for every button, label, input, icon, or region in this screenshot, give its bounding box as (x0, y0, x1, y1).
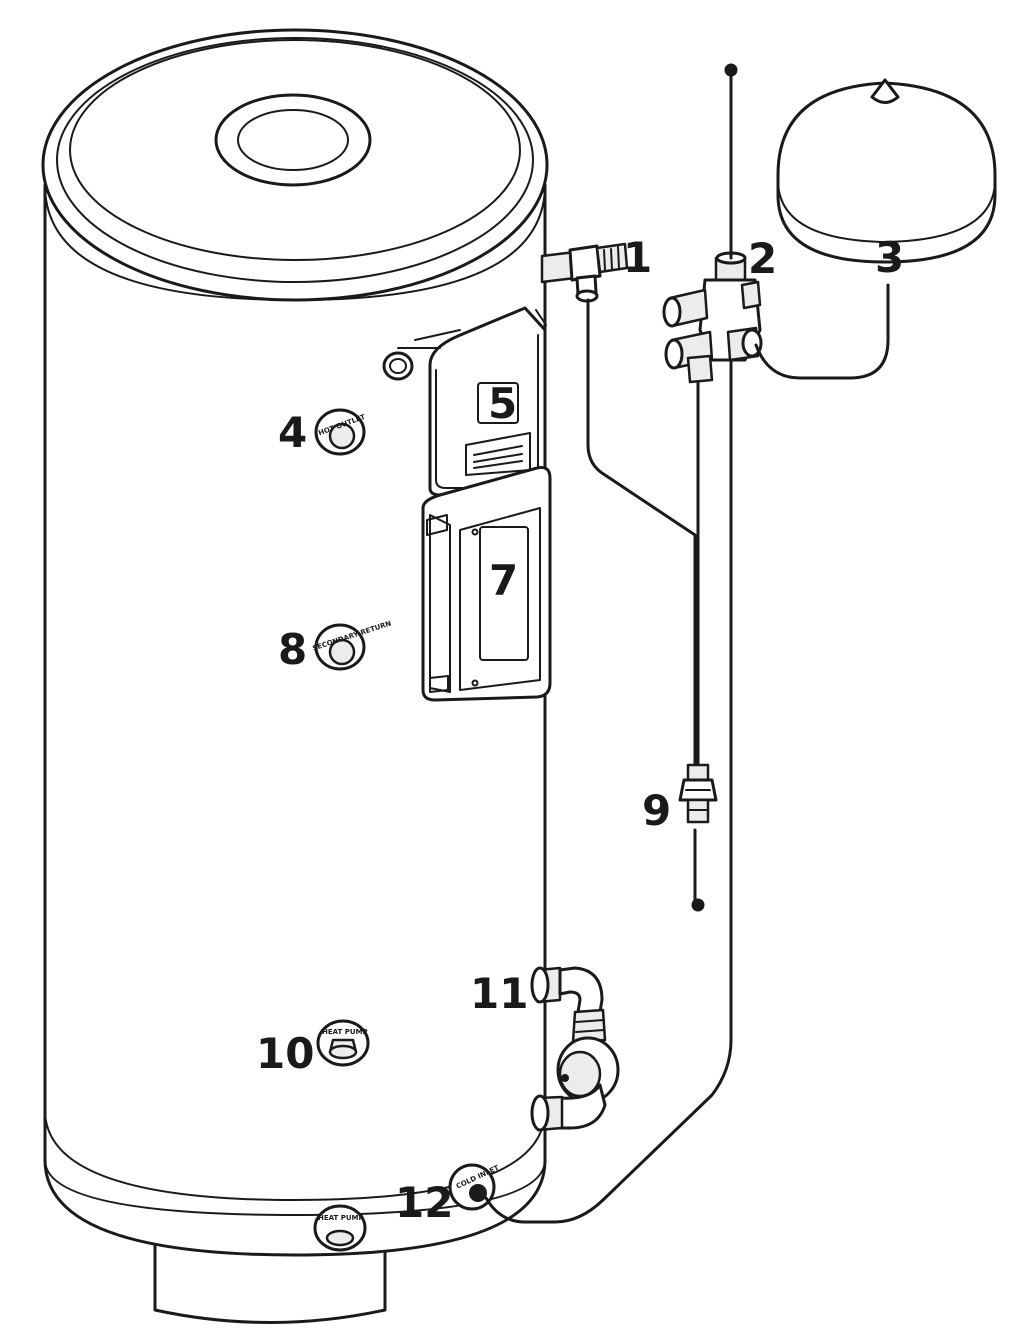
callout-11: 11 (470, 969, 528, 1018)
callout-8: 8 (278, 625, 307, 674)
heat-pump-lower-label: HEAT PUMP (318, 1214, 364, 1222)
callout-9: 9 (642, 786, 671, 835)
cold-feed-pipe (484, 360, 733, 1224)
cylinder-base (153, 1238, 387, 1324)
discharge-pipe (586, 298, 697, 767)
expansion-pipe (754, 283, 890, 380)
check-valve (678, 763, 718, 824)
callout-12: 12 (395, 1178, 453, 1227)
callout-4: 4 (278, 408, 307, 457)
sensor-pocket (382, 351, 414, 381)
callout-5: 5 (488, 379, 517, 428)
immersion-cover (421, 466, 552, 702)
callout-1: 1 (623, 233, 652, 282)
heat-pump-port-upper: HEAT PUMP (316, 1019, 370, 1067)
heat-pump-port-lower: HEAT PUMP (313, 1204, 367, 1252)
cylinder-lid-inner (69, 39, 521, 261)
pipe-end-dot-lower (691, 898, 705, 912)
callout-2: 2 (748, 234, 777, 283)
callout-3: 3 (875, 233, 904, 282)
pipe-end-dot-upper (724, 63, 738, 77)
cylinder-top-boss (214, 93, 372, 187)
expansion-vessel (776, 78, 997, 264)
primary-connections (530, 966, 620, 1132)
cylinder-lower-band (44, 1109, 546, 1201)
cylinder-lid-rim (56, 37, 534, 283)
cylinder-body (43, 183, 547, 1257)
secondary-return-port: SECONDARY RETURN (312, 619, 392, 671)
callout-7: 7 (489, 556, 518, 605)
pressure-relief-valve (540, 242, 629, 303)
hot-outlet-port: HOT OUTLET (314, 408, 367, 456)
cylinder (41, 28, 549, 1324)
inlet-control-group (662, 251, 763, 384)
cold-inlet-port: COLD INLET (448, 1163, 500, 1211)
heat-pump-upper-label: HEAT PUMP (322, 1028, 368, 1036)
callout-10: 10 (256, 1029, 314, 1078)
